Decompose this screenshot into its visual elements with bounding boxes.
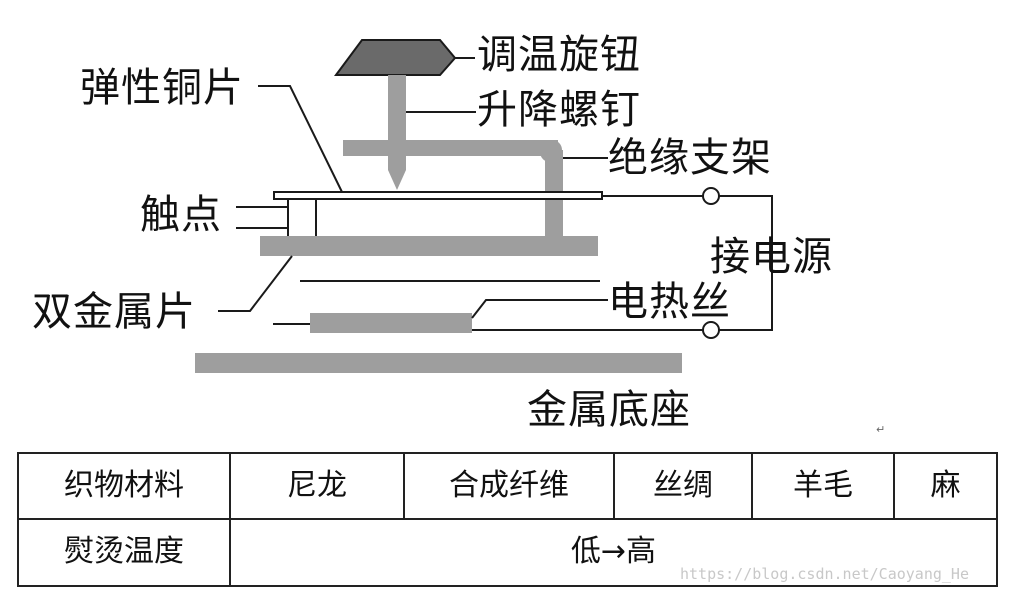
- cell-material: 尼龙: [229, 452, 405, 520]
- power-bracket: [719, 195, 773, 331]
- ironing-temperature-table: 织物材料 尼龙 合成纤维 丝绸 羊毛 麻 熨烫温度 低→高: [17, 452, 998, 587]
- label-copper: 弹性铜片: [80, 65, 244, 111]
- watermark: https://blog.csdn.net/Caoyang_He: [680, 565, 969, 583]
- row-header-material: 织物材料: [17, 452, 231, 520]
- temperature-knob: [334, 39, 457, 76]
- cell-material: 麻: [893, 452, 998, 520]
- label-base: 金属底座: [527, 387, 691, 433]
- cell-material: 丝绸: [613, 452, 753, 520]
- return-mark: ↵: [876, 423, 886, 436]
- cell-temperature-range: 低→高: [229, 518, 998, 587]
- table-row: 熨烫温度 低→高: [17, 518, 998, 587]
- metal-base: [195, 353, 682, 373]
- leader-copper: [258, 85, 343, 193]
- table-row: 织物材料 尼龙 合成纤维 丝绸 羊毛 麻: [17, 452, 998, 520]
- cell-material: 羊毛: [751, 452, 895, 520]
- insulation-frame-top: [343, 140, 558, 156]
- terminal-top: [702, 187, 720, 205]
- thermostat-diagram: [195, 39, 773, 373]
- label-screw: 升降螺钉: [477, 87, 641, 133]
- leader-heater: [471, 299, 608, 319]
- cell-material: 合成纤维: [403, 452, 615, 520]
- bimetal-strip: [260, 236, 598, 256]
- label-contact: 触点: [140, 192, 222, 238]
- copper-strip: [273, 191, 603, 200]
- label-heater: 电热丝: [608, 279, 731, 325]
- contact-block: [287, 198, 317, 238]
- screw-tip: [388, 170, 406, 190]
- label-knob: 调温旋钮: [477, 32, 641, 78]
- label-frame: 绝缘支架: [608, 135, 772, 181]
- heater-element: [310, 313, 472, 333]
- leader-bimetal: [218, 255, 293, 312]
- row-header-temperature: 熨烫温度: [17, 518, 231, 587]
- label-bimetal: 双金属片: [32, 289, 196, 335]
- label-power: 接电源: [710, 234, 833, 280]
